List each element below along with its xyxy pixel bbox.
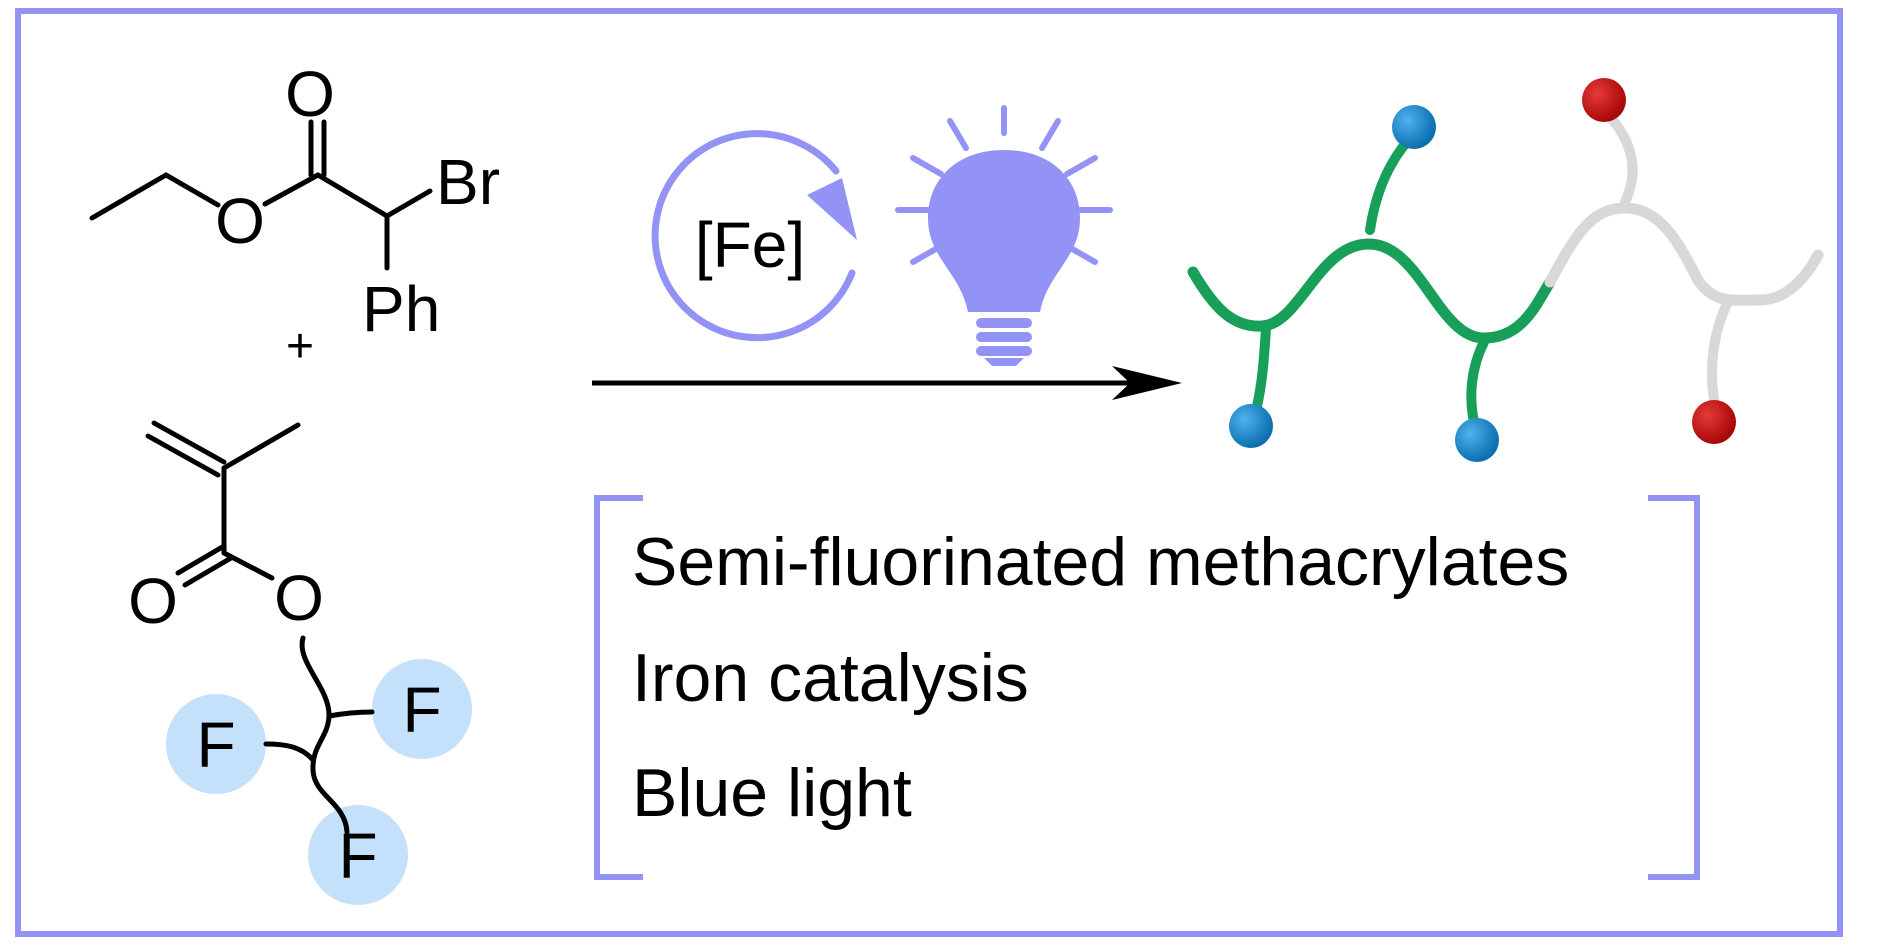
polymer-product <box>1187 78 1824 462</box>
catalyst-label: [Fe] <box>695 209 805 281</box>
vinyl-double-bond-b <box>145 433 221 478</box>
fluoroalkyl-branch-1 <box>326 709 375 719</box>
fluorine-circle-1 <box>166 694 266 794</box>
catalytic-cycle: [Fe] <box>651 130 857 342</box>
fluoroalkyl-branch-2 <box>263 741 316 763</box>
side-chain-4 <box>1601 107 1638 207</box>
vinyl-double-bond-a <box>151 420 227 465</box>
catalytic-cycle-arrow <box>651 130 856 342</box>
outer-frame <box>15 8 1843 937</box>
side-chain-3 <box>1466 337 1489 435</box>
feature-bracket <box>594 495 1700 880</box>
atom-o-ester: O <box>215 185 265 257</box>
reactant-2-structure: O O F F F <box>128 420 472 905</box>
alpha-bromine-bond <box>384 188 433 219</box>
reaction-arrowhead-icon <box>1112 366 1182 400</box>
ester-o-carbonyl-bond <box>262 172 321 207</box>
reactant-1-structure: O O Br Ph <box>89 58 500 345</box>
end-group-blue-2 <box>1392 105 1436 149</box>
atom-f-2: F <box>402 674 441 746</box>
atom-o-carbonyl: O <box>128 565 178 637</box>
bracket-right <box>1648 495 1700 880</box>
carbonyl-double-bond-b <box>182 555 234 588</box>
end-group-blue-1 <box>1229 404 1273 448</box>
polymer-backbone-grey <box>1544 202 1824 306</box>
atom-f-1: F <box>196 709 235 781</box>
atom-ph: Ph <box>362 273 440 345</box>
end-group-red-2 <box>1692 400 1736 444</box>
end-group-blue-3 <box>1455 418 1499 462</box>
side-chain-5 <box>1707 297 1733 415</box>
atom-br: Br <box>436 146 500 218</box>
methyl-bond <box>221 422 301 471</box>
atom-o-ester: O <box>274 562 324 634</box>
carbonyl-double-bond-a <box>175 543 227 576</box>
fluoroalkyl-chain <box>299 635 350 835</box>
side-chain-1 <box>1249 323 1271 423</box>
lightbulb-icon <box>895 105 1113 366</box>
feature-item-blue-light: Blue light <box>632 755 912 831</box>
atom-o-carbonyl: O <box>285 58 335 130</box>
feature-item-semi-fluorinated: Semi-fluorinated methacrylates <box>632 524 1570 600</box>
ester-bond <box>221 550 275 581</box>
fluorine-circle-2 <box>372 659 472 759</box>
fluorine-circle-3 <box>308 805 408 905</box>
atom-f-3: F <box>338 820 377 892</box>
plus-sign: + <box>286 320 314 373</box>
bracket-left <box>594 495 643 880</box>
ethyl-bonds <box>89 172 221 221</box>
carbonyl-alpha-bond <box>315 172 390 219</box>
feature-item-iron-catalysis: Iron catalysis <box>632 640 1029 716</box>
side-chain-2 <box>1365 131 1417 235</box>
polymer-backbone-green <box>1187 238 1556 344</box>
end-group-red-1 <box>1582 78 1626 122</box>
cycle-arrowhead-icon <box>807 178 857 240</box>
